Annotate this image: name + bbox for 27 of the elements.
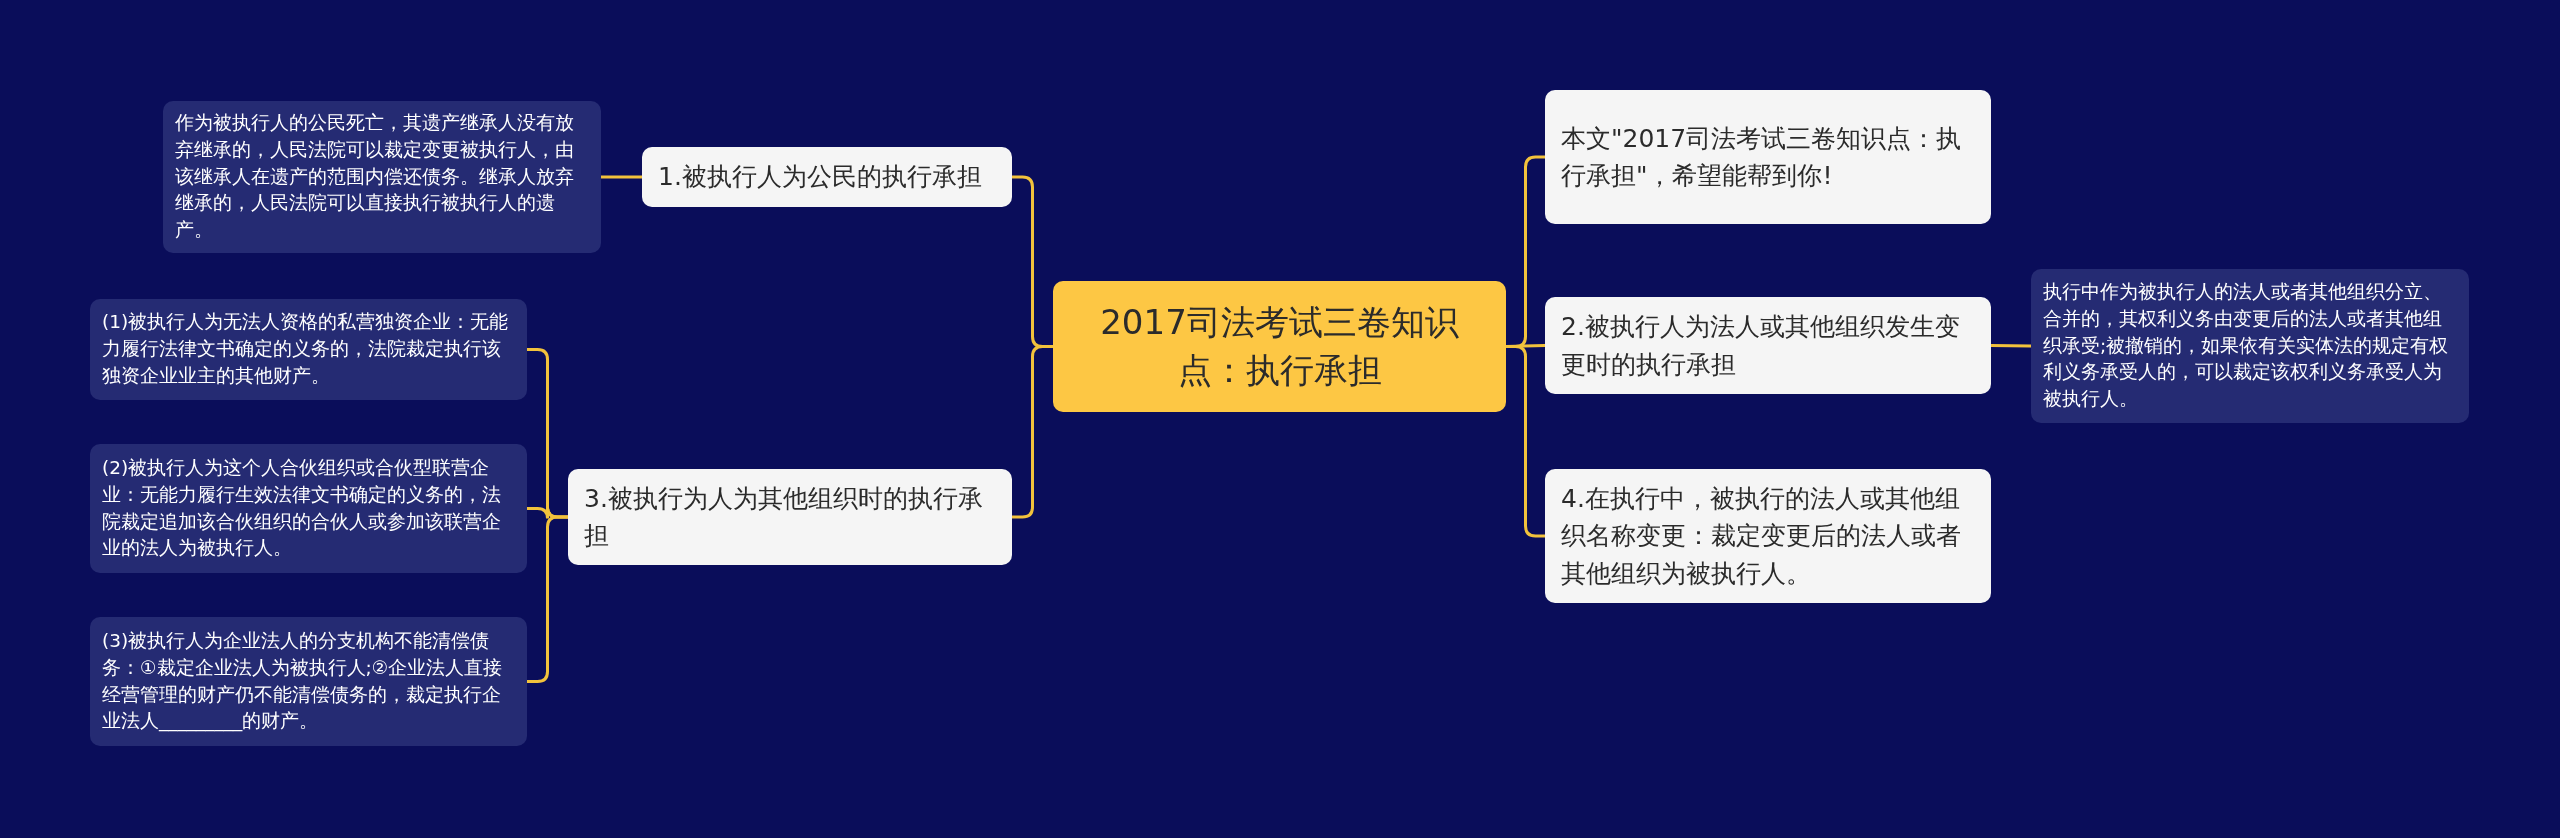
topic-box bbox=[642, 147, 1012, 207]
topic-box bbox=[568, 469, 1012, 565]
note-box bbox=[90, 444, 527, 573]
note-text: (2)被执行人为这个人合伙组织或合伙型联营企业：无能力履行生效法律文书确定的义务的，法院裁定追加该合伙组织的合伙人或参加该联营企业的法人为被执行人。 bbox=[102, 455, 502, 561]
topic-text: 4.在执行中，被执行的法人或其他组织名称变更：裁定变更后的法人或者其他组织为被执行人。 bbox=[1561, 482, 1962, 590]
note-text: 执行中作为被执行人的法人或者其他组织分立、合并的，其权利义务由变更后的法人或者其他组织承受;被撤销的，如果依有关实体法的规定有权利义务承受人的，可以裁定该权利义务承受人为被执行人。 bbox=[2043, 279, 2450, 412]
central-topic-box bbox=[1053, 281, 1506, 412]
note-box bbox=[90, 299, 527, 400]
topic-text: 3.被执行为人为其他组织时的执行承担 bbox=[584, 482, 984, 552]
note-text: (3)被执行人为企业法人的分支机构不能清偿债务：①裁定企业法人为被执行人;②企业法人直接经营管理的财产仍不能清偿债务的，裁定执行企业法人_________的财产。 bbox=[102, 628, 504, 734]
note-box bbox=[90, 617, 527, 746]
note-box bbox=[163, 101, 601, 253]
topic-text: 2.被执行人为法人或其他组织发生变更时的执行承担 bbox=[1561, 311, 1961, 381]
topic-text: 2017司法考试三卷知识点：执行承担 bbox=[1099, 300, 1460, 392]
connector-line bbox=[1990, 344, 2032, 348]
connector-line bbox=[1012, 345, 1053, 519]
topic-text: 本文"2017司法考试三卷知识点：执行承担"，希望能帮到你! bbox=[1561, 122, 1963, 192]
topic-box bbox=[1545, 297, 1991, 394]
connector-line bbox=[527, 515, 568, 683]
note-text: 作为被执行人的公民死亡，其遗产继承人没有放弃继承的，人民法院可以裁定变更被执行人，由该继承人在遗产的范围内偿还债务。继承人放弃继承的，人民法院可以直接执行被执行人的遗产。 bbox=[175, 110, 575, 243]
note-text: (1)被执行人为无法人资格的私营独资企业：无能力履行法律文书确定的义务的，法院裁定执行该独资企业业主的其他财产。 bbox=[102, 310, 510, 388]
topic-text: 1.被执行人为公民的执行承担 bbox=[658, 161, 983, 194]
note-box bbox=[2031, 269, 2469, 423]
topic-box bbox=[1545, 90, 1991, 224]
connector-line bbox=[1506, 345, 1545, 538]
connector-line bbox=[601, 175, 642, 179]
topic-box bbox=[1545, 469, 1991, 603]
